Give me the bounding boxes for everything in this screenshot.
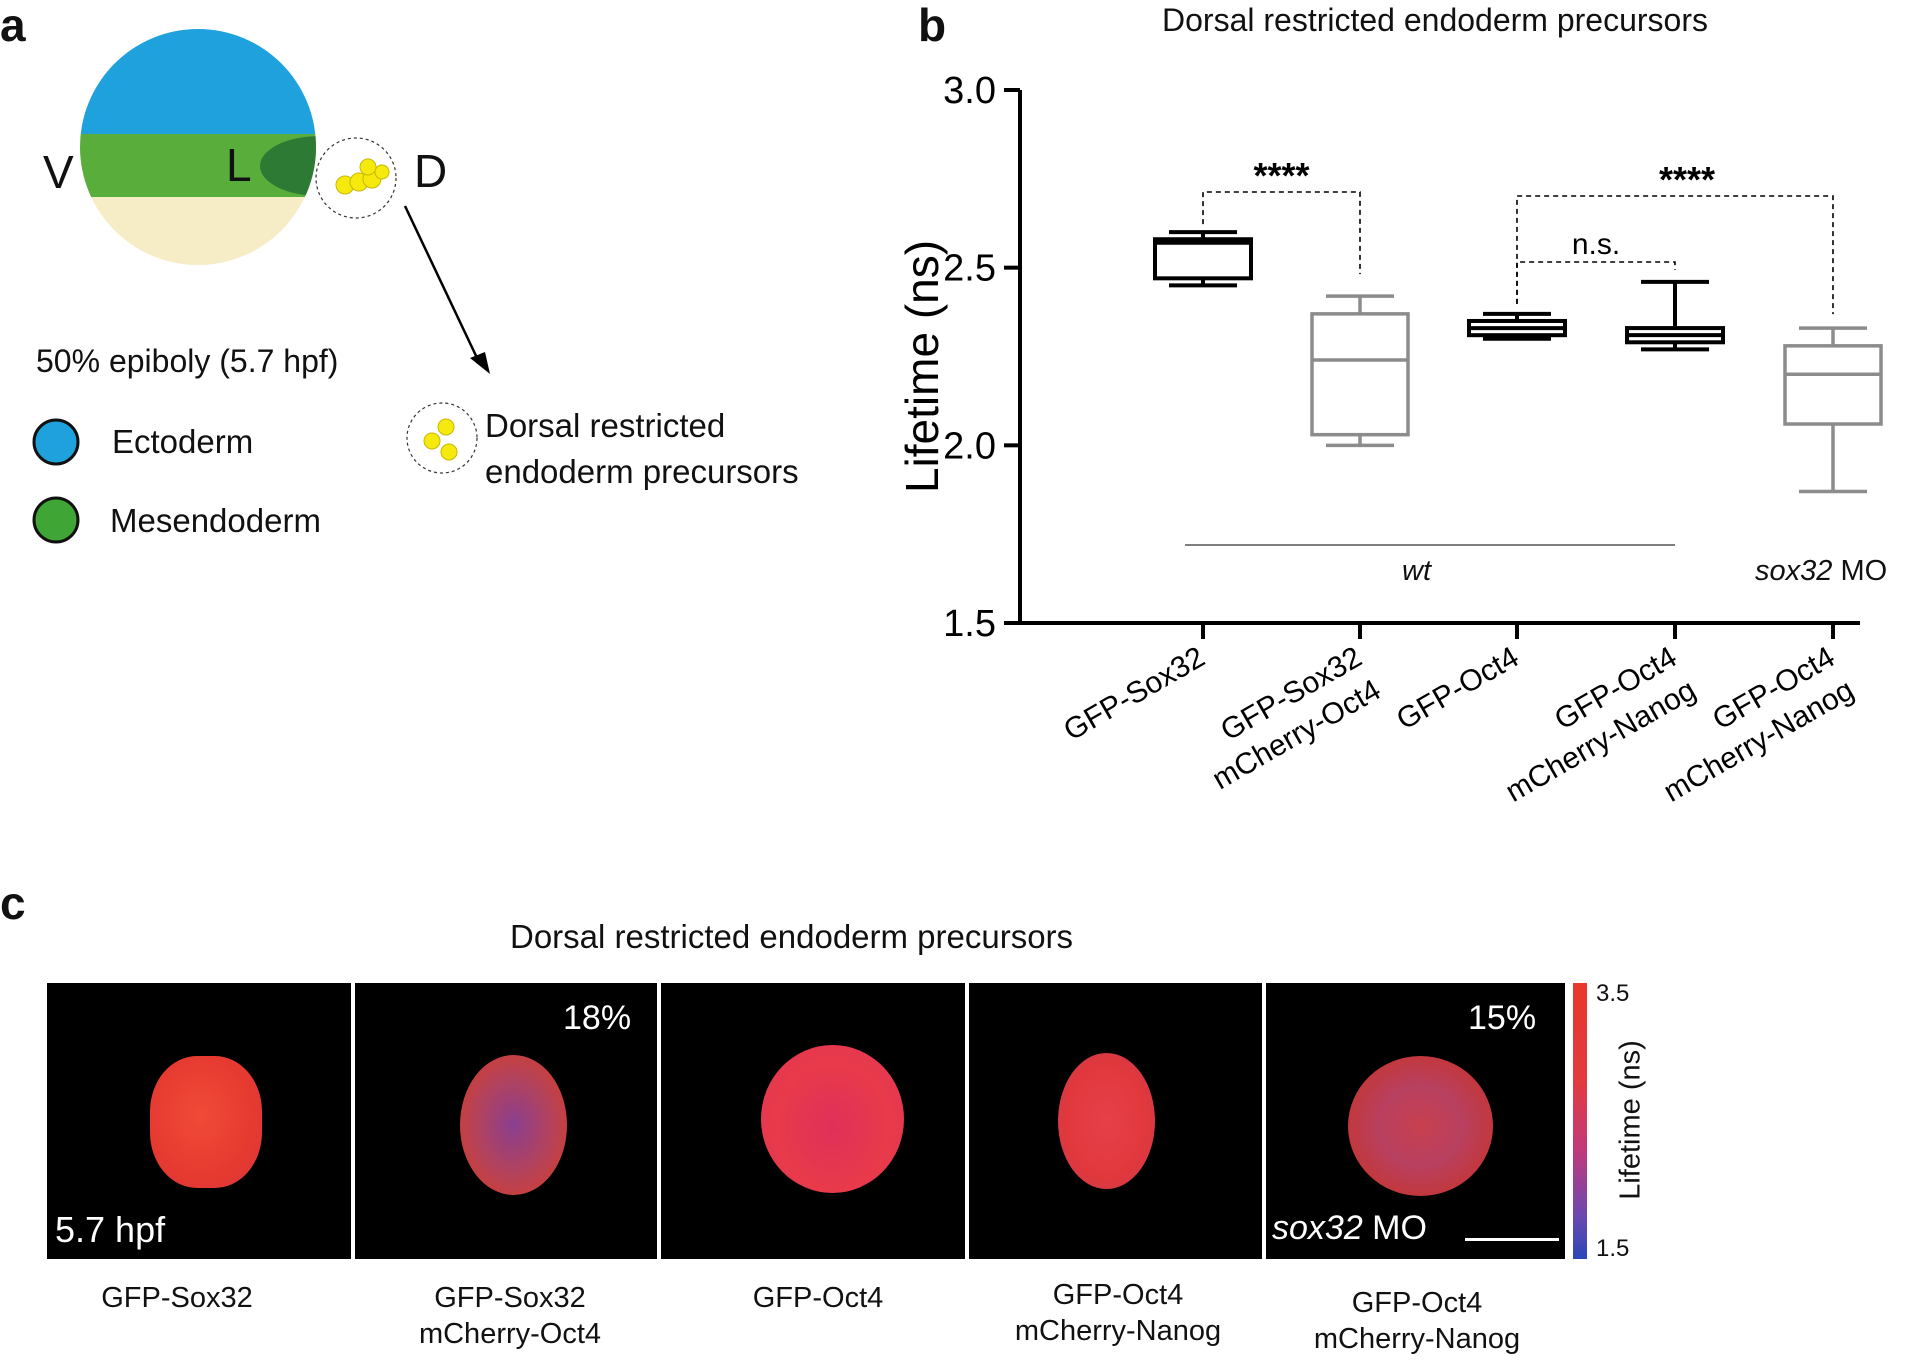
panel-letter-b: b xyxy=(918,0,947,51)
precursor-cells xyxy=(335,158,390,195)
lateral-label: L xyxy=(226,139,252,191)
ectoderm-swatch xyxy=(32,418,80,466)
colorbar-label: Lifetime (ns) xyxy=(1614,1040,1647,1200)
x-label-3: GFP-Oct4 xyxy=(1391,640,1524,736)
panel-c-title: Dorsal restricted endoderm precursors xyxy=(510,918,1074,955)
panel-letter-a: a xyxy=(0,0,26,51)
stage-badge: 5.7 hpf xyxy=(55,1209,166,1250)
precursor-legend-label: Dorsal restricted endoderm precursors xyxy=(485,403,799,495)
box-4 xyxy=(1625,279,1725,352)
sig-bracket-1 xyxy=(1202,191,1361,275)
tile-label-1-line1: GFP-Sox32 xyxy=(101,1282,253,1314)
cell-3 xyxy=(761,1045,904,1193)
stage-label: 50% epiboly (5.7 hpf) xyxy=(36,343,339,379)
box-5 xyxy=(1783,326,1883,494)
mo-badge-gene: sox32 xyxy=(1272,1209,1363,1247)
cell-2 xyxy=(460,1055,567,1195)
yolk-region xyxy=(80,197,316,265)
sig-label-2: **** xyxy=(1659,159,1715,200)
mo-badge: sox32 MO xyxy=(1272,1209,1427,1248)
dorsal-region xyxy=(260,136,316,196)
tile-label-2-line1: GFP-Sox32 xyxy=(434,1282,586,1314)
tile-label-2: GFP-Sox32 mCherry-Oct4 xyxy=(419,1280,601,1352)
ectoderm-region xyxy=(80,29,316,135)
cell-4 xyxy=(1058,1053,1155,1189)
x-label-1-line1: GFP-Sox32 xyxy=(1058,640,1210,747)
tile-label-4-line2: mCherry-Nanog xyxy=(1014,1315,1222,1347)
box-body-1 xyxy=(1153,237,1253,281)
chart-boxes xyxy=(1153,230,1883,494)
tile-label-3: GFP-Oct4 xyxy=(753,1280,884,1316)
sig-bracket-3 xyxy=(1516,261,1676,304)
ectoderm-label: Ectoderm xyxy=(112,423,254,460)
flim-image-3 xyxy=(661,983,965,1259)
group-label-mo-gene: sox32 xyxy=(1755,555,1833,587)
group-label-wt: wt xyxy=(1402,555,1431,587)
panel-letter-c: c xyxy=(0,877,26,929)
dorsal-label: D xyxy=(414,145,448,197)
mesendoderm-label: Mesendoderm xyxy=(110,502,321,539)
embryo-diagram xyxy=(32,29,490,544)
precursor-legend-outline xyxy=(406,402,478,474)
tile-label-4-line1: GFP-Oct4 xyxy=(1052,1279,1184,1311)
precursor-legend-line2: endoderm precursors xyxy=(485,453,799,490)
mesendoderm-swatch xyxy=(32,496,80,544)
cell-1 xyxy=(150,1056,262,1188)
sig-label-3: n.s. xyxy=(1572,228,1620,261)
y-tick-label-0: 1.5 xyxy=(943,603,996,645)
flim-image-2: 18% xyxy=(355,983,657,1259)
percent-label-5: 15% xyxy=(1468,999,1537,1037)
colorbar-max: 3.5 xyxy=(1596,980,1630,1007)
group-label-mo: sox32 MO xyxy=(1755,555,1887,588)
x-label-3-line1: GFP-Oct4 xyxy=(1391,640,1524,736)
y-tick-label-1: 2.0 xyxy=(943,425,996,467)
tile-label-1: GFP-Sox32 xyxy=(101,1280,253,1316)
y-tick-label-3: 3.0 xyxy=(943,70,996,112)
y-tick-label-2: 2.5 xyxy=(943,248,996,290)
colorbar-min: 1.5 xyxy=(1596,1235,1630,1262)
arrow-head xyxy=(470,352,490,374)
tile-label-3-line1: GFP-Oct4 xyxy=(752,1282,884,1314)
cell-5 xyxy=(1348,1056,1493,1196)
flim-image-1: 5.7 hpf xyxy=(47,983,351,1259)
chart-significance: **** **** n.s. xyxy=(1202,155,1834,315)
colorbar xyxy=(1573,983,1587,1259)
box-1 xyxy=(1153,230,1253,288)
percent-label-2: 18% xyxy=(563,999,632,1037)
tile-label-5-line1: GFP-Oct4 xyxy=(1351,1287,1483,1319)
sig-bracket-2 xyxy=(1516,195,1834,315)
tile-label-2-line2: mCherry-Oct4 xyxy=(418,1318,602,1350)
box-3 xyxy=(1467,311,1567,341)
chart-title: Dorsal restricted endoderm precursors xyxy=(1162,2,1708,38)
box-body-2 xyxy=(1310,312,1410,437)
flim-image-4 xyxy=(969,983,1262,1259)
sig-label-1: **** xyxy=(1253,155,1309,196)
precursor-legend-line1: Dorsal restricted xyxy=(485,407,726,444)
tile-label-4: GFP-Oct4 mCherry-Nanog xyxy=(1015,1277,1221,1349)
y-axis-label: Lifetime (ns) xyxy=(900,240,948,493)
mo-badge-suffix: MO xyxy=(1362,1209,1427,1247)
group-label-mo-suffix: MO xyxy=(1832,555,1888,587)
ventral-label: V xyxy=(43,146,74,198)
flim-image-5: 15% sox32 MO xyxy=(1266,983,1565,1259)
tile-label-5-line2: mCherry-Nanog xyxy=(1313,1323,1521,1355)
box-2 xyxy=(1310,294,1410,448)
precursor-outline xyxy=(315,137,397,219)
x-label-1: GFP-Sox32 xyxy=(1058,640,1210,747)
scale-bar xyxy=(1465,1238,1559,1241)
tile-label-5: GFP-Oct4 mCherry-Nanog xyxy=(1314,1285,1520,1357)
arrow-line xyxy=(403,205,480,361)
box-body-5 xyxy=(1783,344,1883,426)
